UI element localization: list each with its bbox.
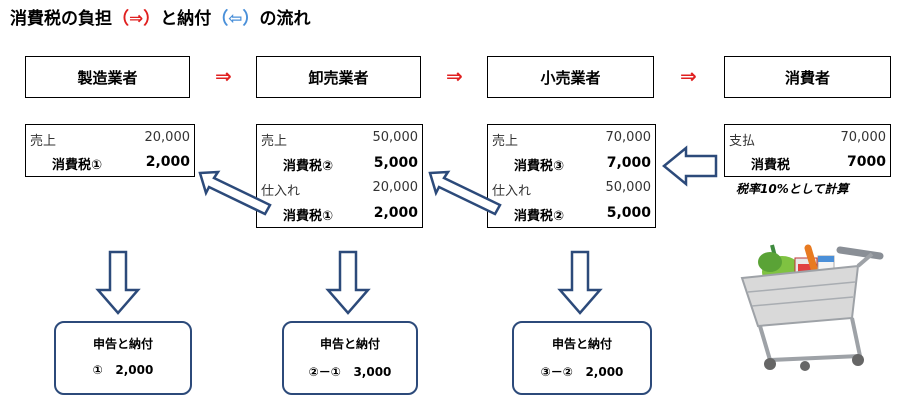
row-label: 消費税① xyxy=(283,209,334,224)
ledger-row: 売上 20,000 xyxy=(26,127,194,151)
stage-retailer: 小売業者 xyxy=(487,56,654,98)
title-burden-arrow: （⇒） xyxy=(112,9,161,29)
row-value: 70,000 xyxy=(605,130,652,145)
row-value: 5,000 xyxy=(606,205,651,221)
row-label: 消費税 xyxy=(751,158,791,173)
title-and: と納付 xyxy=(160,9,212,29)
ledger-consumer: 支払 70,000 消費税 7000 xyxy=(724,124,891,177)
payment-box-wholesaler: 申告と納付 ②－① 3,000 xyxy=(282,321,418,395)
row-value: 7000 xyxy=(847,154,886,170)
burden-arrow-1: ⇒ xyxy=(215,64,232,88)
page-title: 消費税の負担（⇒）と納付（⇦）の流れ xyxy=(10,4,311,29)
row-label: 消費税③ xyxy=(514,159,565,174)
burden-arrow-2: ⇒ xyxy=(446,64,463,88)
title-main: 消費税の負担 xyxy=(10,9,112,29)
ledger-row: 仕入れ 50,000 xyxy=(488,177,655,201)
ledger-manufacturer: 売上 20,000 消費税① 2,000 xyxy=(25,124,195,177)
row-value: 20,000 xyxy=(372,180,419,195)
payment-box-retailer: 申告と納付 ③－② 2,000 xyxy=(512,321,652,395)
ledger-wholesaler: 売上 50,000 消費税② 5,000 仕入れ 20,000 消費税① 2,000 xyxy=(256,124,423,228)
down-arrow-2 xyxy=(325,250,371,315)
payment-title: 申告と納付 xyxy=(92,337,153,351)
payment-amount: ① 2,000 xyxy=(92,363,154,377)
payment-amount: ②－① 3,000 xyxy=(308,365,392,379)
row-value: 70,000 xyxy=(840,130,887,145)
row-label: 仕入れ xyxy=(492,184,532,199)
payment-arrow-left-3 xyxy=(662,145,718,187)
stage-wholesaler: 卸売業者 xyxy=(256,56,421,98)
stage-manufacturer: 製造業者 xyxy=(25,56,190,98)
row-label: 消費税① xyxy=(52,158,103,173)
down-arrow-1 xyxy=(95,250,141,315)
row-label: 売上 xyxy=(30,134,57,149)
row-value: 7,000 xyxy=(606,155,651,171)
payment-title: 申告と納付 xyxy=(551,337,612,351)
ledger-row: 売上 70,000 xyxy=(488,127,655,151)
row-value: 2,000 xyxy=(373,205,418,221)
row-label: 支払 xyxy=(729,134,756,149)
ledger-row: 売上 50,000 xyxy=(257,127,422,151)
ledger-row-tax: 消費税② 5,000 xyxy=(488,202,655,226)
down-arrow-3 xyxy=(557,250,603,315)
row-label: 仕入れ xyxy=(261,184,301,199)
payment-arrow-left-2 xyxy=(428,170,502,216)
ledger-row-tax: 消費税③ 7,000 xyxy=(488,152,655,176)
payment-arrow-left-1 xyxy=(198,170,272,216)
ledger-row-tax: 消費税① 2,000 xyxy=(257,202,422,226)
row-label: 消費税② xyxy=(283,159,334,174)
tax-rate-note: 税率10%として計算 xyxy=(736,182,849,196)
row-value: 5,000 xyxy=(373,155,418,171)
ledger-row-tax: 消費税 7000 xyxy=(725,151,890,175)
payment-title: 申告と納付 xyxy=(319,337,380,351)
title-payment-arrow: （⇦） xyxy=(211,9,260,29)
ledger-row: 仕入れ 20,000 xyxy=(257,177,422,201)
row-label: 消費税② xyxy=(514,209,565,224)
row-value: 2,000 xyxy=(145,154,190,170)
row-value: 50,000 xyxy=(605,180,652,195)
burden-arrow-3: ⇒ xyxy=(680,64,697,88)
row-label: 売上 xyxy=(261,134,288,149)
stage-consumer: 消費者 xyxy=(724,56,891,98)
shopping-cart-icon xyxy=(740,244,884,371)
ledger-row-tax: 消費税② 5,000 xyxy=(257,152,422,176)
row-value: 20,000 xyxy=(144,130,191,145)
ledger-row-tax: 消費税① 2,000 xyxy=(26,151,194,175)
row-label: 売上 xyxy=(492,134,519,149)
ledger-row: 支払 70,000 xyxy=(725,127,890,151)
payment-amount: ③－② 2,000 xyxy=(540,365,624,379)
row-value: 50,000 xyxy=(372,130,419,145)
title-suffix: の流れ xyxy=(259,9,311,29)
payment-box-manufacturer: 申告と納付 ① 2,000 xyxy=(54,321,192,395)
ledger-retailer: 売上 70,000 消費税③ 7,000 仕入れ 50,000 消費税② 5,000 xyxy=(487,124,656,228)
